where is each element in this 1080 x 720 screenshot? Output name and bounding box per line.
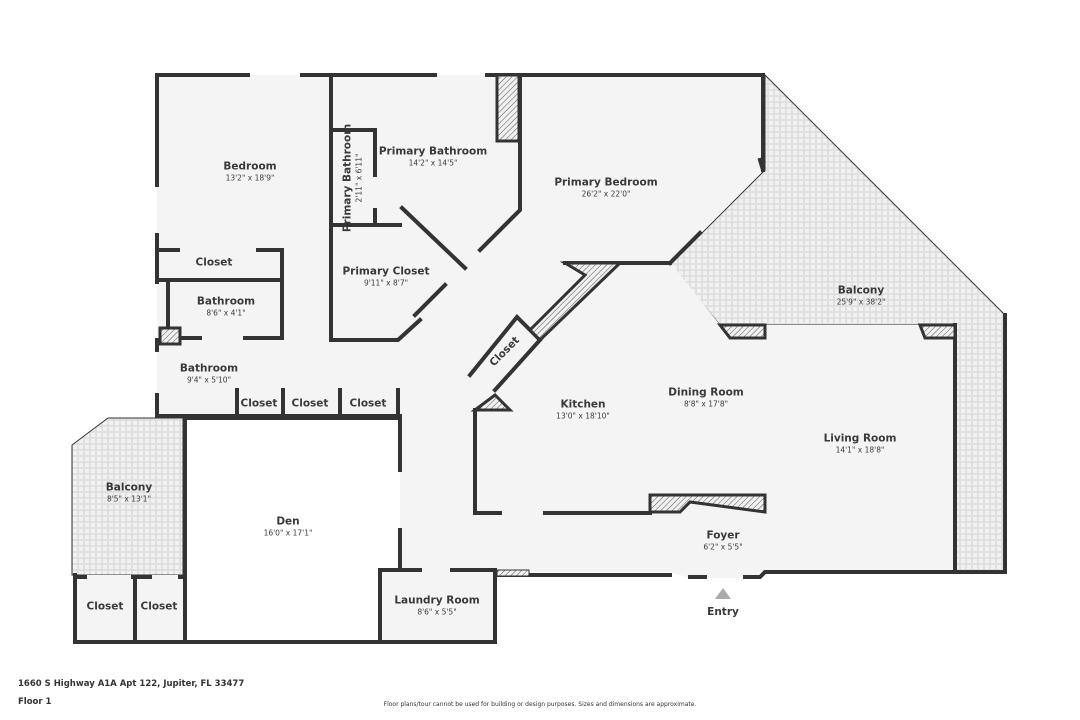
room-closet-balcony-1: Closet: [87, 601, 124, 614]
fixture-laundry: [496, 569, 530, 577]
room-dimensions: 2'11" x 6'11": [354, 153, 364, 203]
room-dimensions: 16'0" x 17'1": [263, 528, 313, 538]
room-dimensions: 8'5" x 13'1": [106, 494, 152, 504]
disclaimer: Floor plans/tour cannot be used for buil…: [383, 701, 697, 708]
room-dimensions: 9'4" x 5'10": [186, 375, 232, 385]
room-primary-closet: Primary Closet 9'11" x 8'7": [342, 266, 429, 289]
fixture-chimney: [495, 73, 521, 143]
room-closet-bedroom: Closet: [196, 257, 233, 270]
fixture-bath: [158, 326, 182, 346]
room-name: Primary Bathroom: [341, 123, 354, 233]
floor-label: Floor 1: [18, 697, 52, 707]
room-name: Closet: [86, 600, 124, 613]
room-primary-bedroom: Primary Bedroom 26'2" x 22'0": [554, 177, 657, 200]
room-name: Primary Bathroom: [378, 145, 488, 158]
room-dining-room: Dining Room 8'8" x 17'8": [668, 387, 744, 410]
room-bathroom-2: Bathroom 9'4" x 5'10": [180, 363, 238, 386]
fixture-dining: [716, 323, 767, 340]
room-laundry-room: Laundry Room 8'6" x 5'5": [394, 595, 479, 618]
room-closet-balcony-2: Closet: [141, 601, 178, 614]
room-living-room: Living Room 14'1" x 18'8": [824, 433, 897, 456]
room-dimensions: 13'2" x 18'9": [225, 173, 275, 183]
room-dimensions: 25'9" x 38'2": [836, 297, 886, 307]
room-closet-hall-1: Closet: [241, 398, 278, 411]
entry-arrow-icon: [715, 588, 731, 599]
room-dimensions: 14'2" x 14'5": [408, 158, 458, 168]
room-name: Closet: [291, 397, 329, 410]
room-balcony-den: Balcony 8'5" x 13'1": [106, 482, 152, 505]
room-name: Living Room: [823, 432, 897, 445]
room-name: Bathroom: [196, 295, 256, 308]
room-name: Balcony: [837, 284, 885, 297]
fixture-diagonal: [527, 261, 624, 343]
room-name: Den: [276, 515, 300, 528]
room-balcony-main: Balcony 25'9" x 38'2": [837, 285, 886, 308]
room-dimensions: 8'6" x 4'1": [206, 308, 246, 318]
room-name: Closet: [240, 397, 278, 410]
room-kitchen: Kitchen 13'0" x 18'10": [556, 399, 610, 422]
room-dimensions: 8'8" x 17'8": [683, 399, 729, 409]
property-address: 1660 S Highway A1A Apt 122, Jupiter, FL …: [18, 679, 245, 689]
room-name: Primary Closet: [342, 265, 430, 278]
room-name: Foyer: [706, 529, 740, 542]
room-dimensions: 14'1" x 18'8": [835, 445, 885, 455]
room-foyer: Foyer 6'2" x 5'5": [703, 530, 742, 553]
room-name: Balcony: [105, 481, 153, 494]
room-primary-bathroom-small: Primary Bathroom 2'11" x 6'11": [342, 124, 365, 232]
fixture-counter: [648, 493, 767, 514]
room-dimensions: 8'6" x 5'5": [417, 607, 457, 617]
room-bedroom: Bedroom 13'2" x 18'9": [223, 161, 276, 184]
room-closet-hall-2: Closet: [292, 398, 329, 411]
room-name: Primary Bedroom: [554, 176, 658, 189]
room-name: Closet: [195, 256, 233, 269]
room-dimensions: 6'2" x 5'5": [703, 542, 743, 552]
room-dimensions: 13'0" x 18'10": [556, 411, 610, 421]
room-closet-hall-3: Closet: [350, 398, 387, 411]
room-name: Bathroom: [179, 362, 239, 375]
room-name: Dining Room: [668, 386, 744, 399]
entry-label: Entry: [707, 606, 739, 618]
room-name: Bedroom: [223, 160, 277, 173]
room-bathroom-1: Bathroom 8'6" x 4'1": [197, 296, 255, 319]
room-name: Kitchen: [560, 398, 606, 411]
room-dimensions: 26'2" x 22'0": [581, 189, 631, 199]
fixture-kitchen: [470, 393, 514, 412]
room-den: Den 16'0" x 17'1": [264, 516, 313, 539]
fixture-living: [917, 323, 957, 340]
room-name: Laundry Room: [394, 594, 480, 607]
room-primary-bathroom: Primary Bathroom 14'2" x 14'5": [379, 146, 487, 169]
room-dimensions: 9'11" x 8'7": [363, 278, 409, 288]
room-name: Closet: [349, 397, 387, 410]
room-name: Closet: [140, 600, 178, 613]
